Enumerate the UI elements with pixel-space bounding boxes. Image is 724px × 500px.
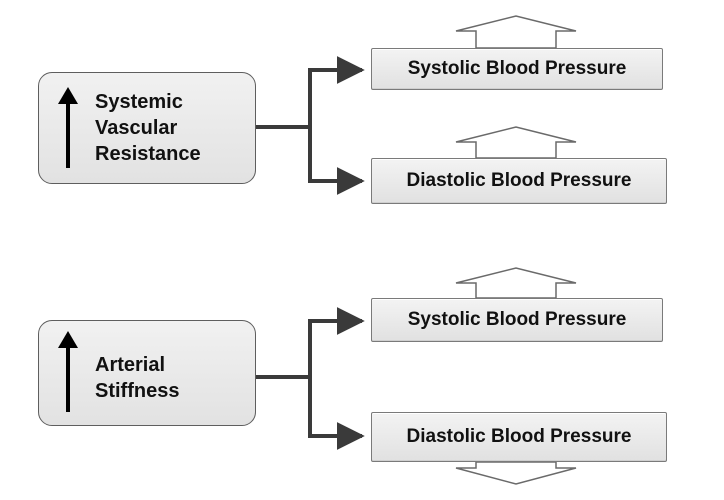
effect-label: Systolic Blood Pressure	[407, 309, 627, 330]
effect-box-systolic-1: Systolic Blood Pressure	[371, 48, 663, 90]
effect-label: Diastolic Blood Pressure	[406, 426, 632, 447]
up-hollow-arrow-icon	[455, 267, 577, 299]
cause-line: Stiffness	[95, 380, 180, 402]
effect-box-diastolic-1: Diastolic Blood Pressure	[371, 158, 667, 204]
effect-label: Diastolic Blood Pressure	[406, 170, 632, 191]
cause-box-arterial-stiffness	[38, 320, 256, 426]
cause-line: Arterial	[95, 354, 166, 376]
up-arrow-icon	[58, 87, 78, 168]
cause-line: Resistance	[95, 143, 201, 165]
cause-line: Vascular	[95, 117, 178, 139]
connector-branch-diastolic-2	[308, 377, 365, 450]
connector-branch-systolic-1	[308, 56, 365, 127]
cause-label-group-1: Systemic Vascular Resistance	[95, 89, 201, 167]
connector-branch-systolic-2	[308, 307, 365, 377]
up-arrow-icon	[58, 331, 78, 412]
down-hollow-arrow-icon	[455, 461, 577, 485]
connector-group-1	[256, 56, 365, 195]
up-hollow-arrow-icon	[455, 15, 577, 49]
effect-box-diastolic-2: Diastolic Blood Pressure	[371, 412, 667, 462]
connector-branch-diastolic-1	[308, 127, 365, 195]
connector-group-2	[256, 307, 365, 450]
cause-label-group-2: Arterial Stiffness	[95, 352, 179, 404]
cause-box-systemic-vascular-resistance	[38, 72, 256, 184]
up-hollow-arrow-icon	[455, 126, 577, 159]
effect-label: Systolic Blood Pressure	[407, 58, 627, 79]
cause-line: Systemic	[95, 91, 183, 113]
effect-box-systolic-2: Systolic Blood Pressure	[371, 298, 663, 342]
